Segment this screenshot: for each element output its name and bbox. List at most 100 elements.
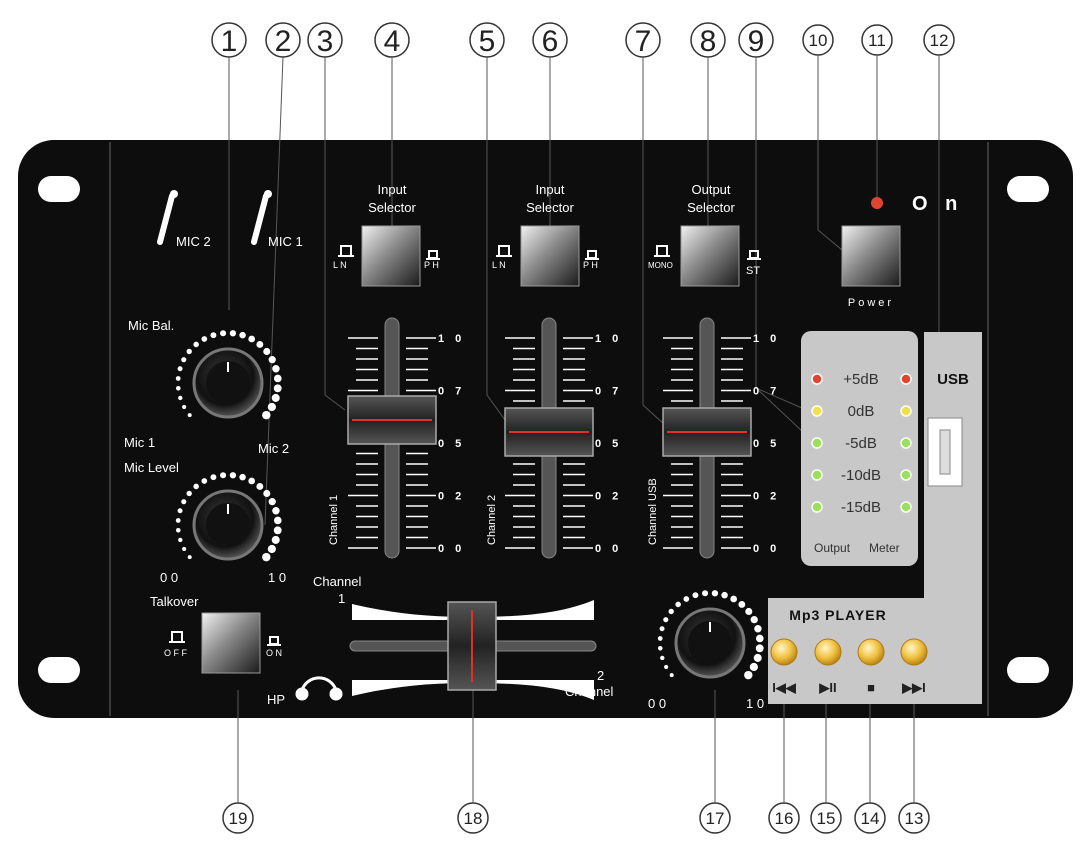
- output-selector-button[interactable]: [680, 225, 740, 287]
- next-button[interactable]: ▶▶I: [900, 638, 928, 695]
- channel-2-label: Channel 2: [486, 495, 498, 545]
- meter-level-label: 0dB: [848, 403, 875, 420]
- scale-dot: [210, 332, 217, 339]
- fader-scale-label: 0 2: [438, 491, 465, 503]
- power-led: [871, 197, 883, 209]
- mp3-volume-knob[interactable]: [674, 607, 746, 679]
- talkover-button[interactable]: [201, 612, 261, 674]
- svg-text:18: 18: [464, 809, 483, 828]
- mp3-button-cap[interactable]: [770, 638, 798, 666]
- input-selector-2-button[interactable]: [520, 225, 580, 287]
- mic-bal-left-label: Mic 1: [124, 435, 155, 450]
- scale-dot: [730, 595, 738, 603]
- mount-slot: [1007, 657, 1049, 683]
- channel-faders: 1 00 70 50 20 01 00 70 50 20 01 00 70 50…: [347, 317, 780, 559]
- scale-dot: [738, 601, 746, 608]
- channel-usb-label: Channel USB: [647, 478, 659, 545]
- svg-text:9: 9: [748, 25, 765, 58]
- previous-button[interactable]: I◀◀: [770, 638, 798, 695]
- callout-10: 10: [802, 24, 834, 56]
- fader-scale-label: 0 2: [595, 491, 622, 503]
- callout-5: 5: [469, 22, 505, 58]
- fader-scale-label: 0 2: [753, 491, 780, 503]
- stop-icon: ■: [867, 680, 875, 695]
- svg-text:MONO: MONO: [648, 261, 673, 270]
- svg-text:7: 7: [635, 25, 652, 58]
- scale-dot: [210, 474, 217, 481]
- power-button[interactable]: [841, 225, 901, 287]
- scale-dot: [744, 670, 753, 680]
- svg-text:L N: L N: [492, 260, 506, 270]
- fader-scale-label: 1 0: [438, 333, 465, 345]
- scale-dot: [229, 330, 237, 337]
- meter-led-left: [811, 437, 823, 449]
- callout-16: 16: [768, 802, 800, 834]
- scale-dot: [711, 590, 719, 597]
- scale-dot: [745, 607, 753, 615]
- scale-dot: [267, 544, 276, 554]
- mp3-button-cap[interactable]: [814, 638, 842, 666]
- crossfader-knob[interactable]: [447, 601, 497, 691]
- mic-level-label: Mic Level: [124, 460, 179, 475]
- play-pause-button[interactable]: ▶II: [814, 638, 842, 695]
- svg-text:11: 11: [868, 31, 886, 50]
- channel-fader-1: 1 00 70 50 20 0: [347, 317, 465, 559]
- scale-dot: [750, 616, 758, 624]
- scale-dot: [675, 601, 681, 608]
- crossfader-left-label: Channel: [313, 574, 362, 589]
- input-selector-1-button[interactable]: [361, 225, 421, 287]
- scale-dot: [272, 365, 280, 373]
- mic-level-knob[interactable]: [192, 489, 264, 561]
- fader-scale-label: 0 5: [595, 438, 622, 450]
- fader-knob-3[interactable]: [662, 407, 752, 457]
- scale-dot: [193, 341, 199, 348]
- callout-9: 9: [738, 22, 774, 58]
- callout-1: 1: [211, 22, 247, 58]
- meter-level-label: -5dB: [845, 435, 877, 452]
- stop-button[interactable]: ■: [857, 638, 885, 695]
- scale-dot: [229, 472, 237, 479]
- mic-bal-knob[interactable]: [192, 347, 264, 419]
- scale-dot: [273, 526, 282, 535]
- scale-dot: [175, 518, 181, 523]
- mic-1-icon: [251, 190, 272, 245]
- callout-17: 17: [699, 802, 731, 834]
- mp3-button-cap[interactable]: [857, 638, 885, 666]
- scale-dot: [268, 498, 276, 506]
- svg-text:19: 19: [229, 809, 248, 828]
- callout-18: 18: [457, 802, 489, 834]
- channel-1-label: Channel 1: [328, 495, 340, 545]
- scale-dot: [248, 477, 256, 485]
- scale-dot: [702, 590, 709, 597]
- svg-text:Selector: Selector: [687, 200, 735, 215]
- talkover-label: Talkover: [150, 594, 199, 609]
- fader-knob-2[interactable]: [504, 407, 594, 457]
- mount-slot: [38, 176, 80, 202]
- svg-text:4: 4: [384, 25, 401, 58]
- usb-label: USB: [937, 371, 969, 388]
- meter-led-right: [900, 469, 912, 481]
- callout-11: 11: [861, 24, 893, 56]
- fader-scale-label: 1 0: [753, 333, 780, 345]
- mp3-volume-max: 1 0: [746, 696, 764, 711]
- meter-level-label: -15dB: [841, 499, 881, 516]
- play-pause-icon: ▶II: [818, 680, 836, 695]
- scale-dot: [181, 357, 187, 363]
- scale-dot: [248, 335, 256, 343]
- scale-dot: [262, 410, 271, 420]
- callout-8: 8: [690, 22, 726, 58]
- scale-dot: [657, 646, 663, 651]
- mic-2-label: MIC 2: [176, 234, 211, 249]
- scale-dot: [267, 402, 276, 412]
- mp3-button-cap[interactable]: [900, 638, 928, 666]
- meter-led-left: [811, 501, 823, 513]
- scale-dot: [187, 555, 192, 560]
- mp3-volume-dots: [657, 590, 764, 680]
- scale-dot: [273, 516, 282, 525]
- scale-dot: [273, 374, 282, 383]
- scale-dot: [263, 489, 271, 497]
- scale-dot: [664, 664, 669, 670]
- fader-knob-1[interactable]: [347, 395, 437, 445]
- crossfader-right-num: 2: [597, 668, 604, 683]
